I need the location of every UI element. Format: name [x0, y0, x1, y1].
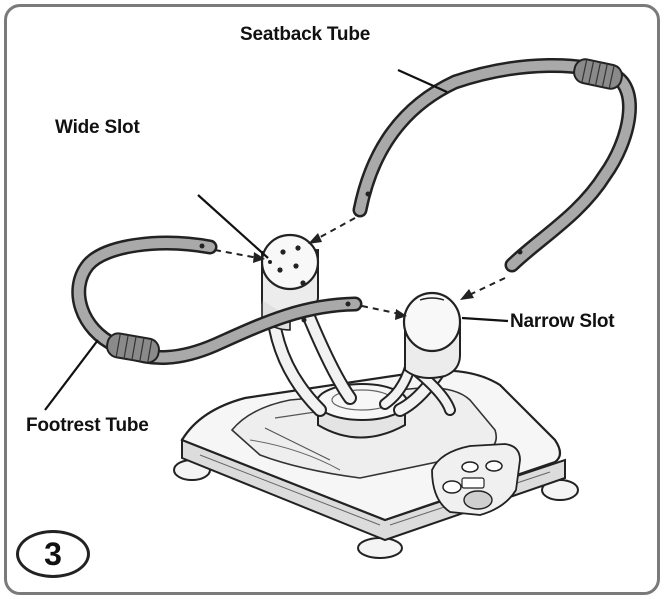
- leader-lines: [44, 68, 509, 411]
- base-foot: [357, 537, 403, 559]
- footrest-tube: [71, 235, 363, 366]
- wide-slot-face: [260, 233, 320, 291]
- leader-seatback: [397, 68, 448, 94]
- control-logo: [461, 477, 485, 489]
- narrow-slot-hub: [402, 291, 462, 379]
- wide-slot-label: Wide Slot: [55, 117, 140, 138]
- leader-narrow-slot: [461, 316, 509, 323]
- control-button: [442, 480, 462, 494]
- seatback-tube-label: Seatback Tube: [240, 24, 371, 45]
- control-button: [485, 460, 503, 472]
- dashed-arrows: [214, 217, 506, 315]
- speaker-grille: [463, 490, 493, 510]
- footrest-tube-label: Footrest Tube: [26, 415, 149, 436]
- narrow-slot-label: Narrow Slot: [510, 311, 615, 332]
- step-number: 3: [44, 535, 62, 572]
- leader-footrest: [44, 339, 99, 411]
- narrow-slot-face: [402, 291, 462, 353]
- arrow-footrest-right: [361, 305, 401, 315]
- arrow-heads: [253, 233, 474, 320]
- arrow-footrest-left: [214, 249, 259, 259]
- control-button: [461, 461, 479, 473]
- leader-wide-slot: [197, 194, 269, 259]
- seatback-tube: [352, 57, 637, 273]
- arrow-seatback-right: [466, 277, 506, 297]
- step-number-badge: 3: [16, 530, 90, 578]
- wide-slot-hub: [260, 233, 320, 331]
- arrow-seatback-left: [314, 217, 356, 241]
